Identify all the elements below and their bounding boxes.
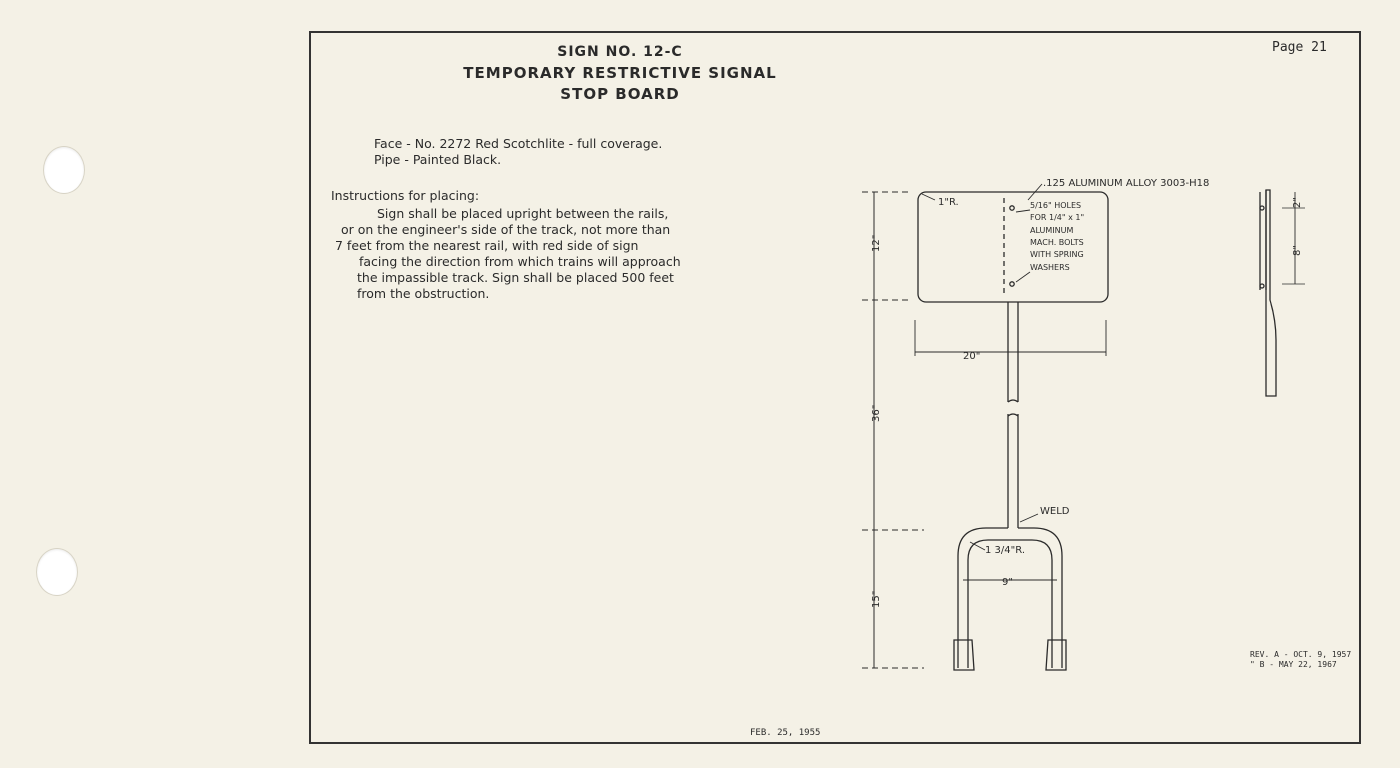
base-inner	[967, 539, 1053, 668]
side-holes-dim-label: 8"	[1292, 245, 1303, 256]
radius-leader	[921, 193, 936, 201]
material-label: .125 ALUMINUM ALLOY 3003-H18	[1043, 178, 1209, 189]
leg-spacing-label: 9"	[1002, 577, 1013, 588]
board-height-label: 12"	[871, 235, 882, 252]
sign-name: STOP BOARD	[560, 85, 680, 103]
pipe-break-top	[1007, 399, 1019, 403]
bend-radius-label: 1 3/4"R.	[985, 545, 1025, 556]
base-outer-right	[1018, 527, 1063, 668]
bolt-hole-bottom	[1009, 281, 1015, 287]
corner-radius-label: 1"R.	[938, 197, 959, 208]
holes-note-line: 5/16" HOLES	[1030, 201, 1081, 210]
instruction-line: facing the direction from which trains w…	[359, 254, 681, 269]
side-bolt-bottom	[1259, 283, 1265, 289]
holes-note-line: ALUMINUM	[1030, 226, 1073, 235]
drawing-date: FEB. 25, 1955	[750, 728, 821, 738]
punch-hole-top	[43, 146, 85, 194]
instruction-line: the impassible track. Sign shall be plac…	[357, 270, 674, 285]
holes-note-line: WASHERS	[1030, 263, 1070, 272]
foot-right	[1045, 639, 1067, 671]
revision-notes: REV. A - OCT. 9, 1957 " B - MAY 22, 1967	[1250, 650, 1351, 670]
weld-leader	[1019, 513, 1039, 523]
pipe-break-bottom	[1007, 413, 1019, 417]
spec-pipe: Pipe - Painted Black.	[374, 152, 502, 167]
instructions-heading: Instructions for placing:	[331, 188, 480, 203]
side-view-pipe	[1265, 189, 1277, 397]
pipe-length-label: 36"	[871, 405, 882, 422]
revision-a: REV. A - OCT. 9, 1957	[1250, 650, 1352, 659]
holes-note-line: MACH. BOLTS	[1030, 238, 1084, 247]
side-top-dim-label: 2"	[1292, 197, 1303, 208]
side-bolt-top	[1259, 205, 1265, 211]
sign-number: SIGN NO. 12-C	[557, 44, 683, 60]
spec-face: Face - No. 2272 Red Scotchlite - full co…	[374, 136, 663, 151]
holes-note-line: FOR 1/4" x 1"	[1030, 213, 1084, 222]
material-leader	[1027, 183, 1043, 201]
instruction-line: from the obstruction.	[357, 286, 490, 301]
leg-length-label: 15"	[871, 591, 882, 608]
bend-leader	[969, 541, 986, 551]
base-outer-left	[957, 527, 1008, 668]
bolt-hole-top	[1009, 205, 1015, 211]
holes-leader-1	[1015, 209, 1031, 213]
punch-hole-bottom	[36, 548, 78, 596]
holes-leader-2	[1015, 271, 1031, 283]
holes-note-line: WITH SPRING	[1030, 250, 1084, 259]
spec-notes: Face - No. 2272 Red Scotchlite - full co…	[374, 136, 662, 168]
revision-b: " B - MAY 22, 1967	[1250, 660, 1337, 669]
sign-board	[917, 191, 1109, 303]
drawing-frame	[309, 31, 1361, 744]
instructions-text: Sign shall be placed upright between the…	[335, 206, 785, 302]
instruction-line: or on the engineer's side of the track, …	[341, 222, 671, 237]
page-number: Page 21	[1272, 40, 1327, 55]
weld-label: WELD	[1040, 506, 1070, 517]
instruction-line: Sign shall be placed upright between the…	[377, 206, 669, 221]
instruction-line: 7 feet from the nearest rail, with red s…	[335, 238, 639, 253]
title-block: SIGN NO. 12-C TEMPORARY RESTRICTIVE SIGN…	[400, 42, 840, 105]
sign-type: TEMPORARY RESTRICTIVE SIGNAL	[463, 64, 777, 82]
width-dimension-label: 20"	[963, 351, 980, 362]
foot-left	[953, 639, 975, 671]
